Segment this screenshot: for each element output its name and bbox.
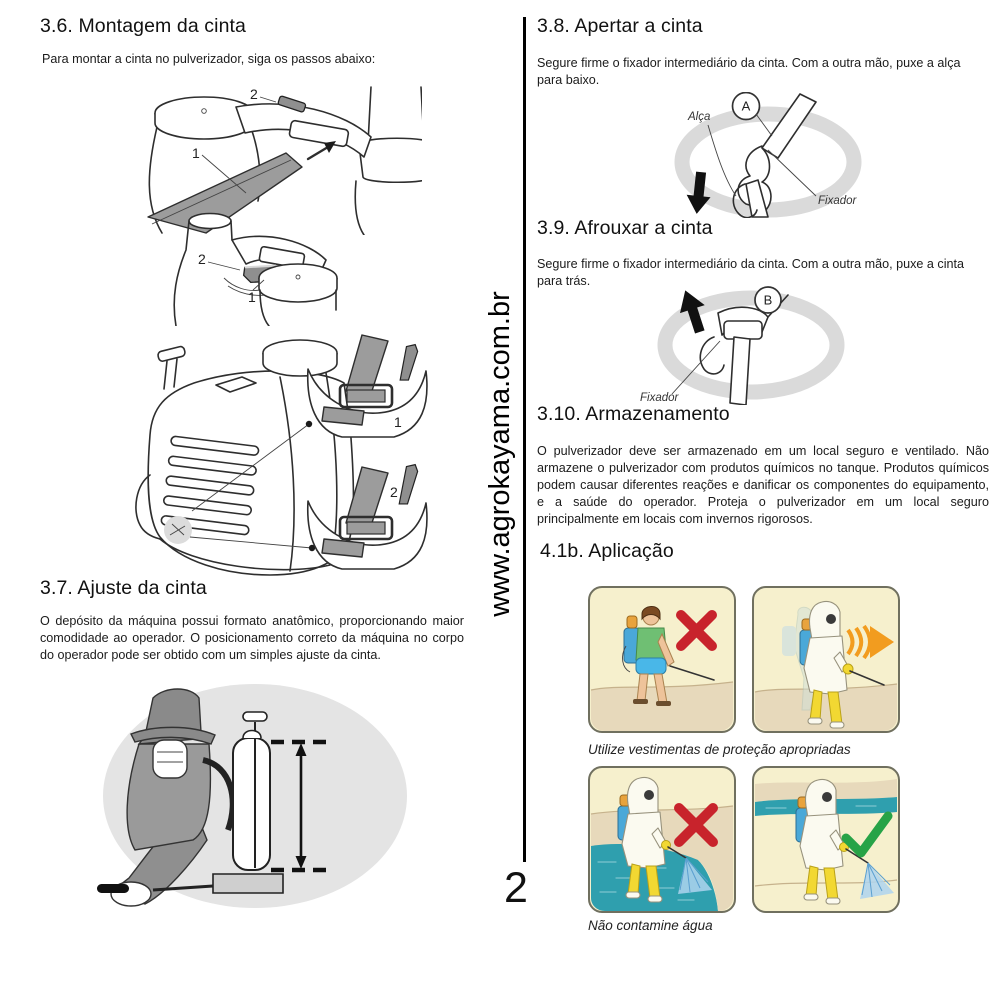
- with-protection-illustration: [752, 586, 900, 733]
- red-x-icon: [676, 610, 717, 651]
- contaminating-water-illustration: [588, 766, 736, 913]
- green-check-icon: [841, 811, 893, 858]
- figure-tighten-strap: A Alça Fixador: [650, 91, 892, 223]
- part-label-strap: 1: [248, 289, 256, 305]
- operator-spraying-water: [617, 776, 712, 903]
- panel-no-protection: [588, 586, 736, 738]
- paragraph-3-6: Para montar a cinta no pulverizador, sig…: [42, 52, 376, 66]
- height-dimension-marks: [271, 739, 333, 873]
- strap-mount-step1-illustration: 1 2: [147, 86, 437, 236]
- operator-spraying-land: [795, 778, 894, 905]
- strap-mount-step2-illustration: 2 1: [173, 212, 338, 327]
- buckle-label-2: 2: [390, 484, 398, 500]
- no-protection-illustration: [588, 586, 736, 733]
- strap-buckle-drawing: [732, 93, 817, 219]
- orange-arrow-icon: [846, 624, 894, 660]
- caption-protection: Utilize vestimentas de proteção apropria…: [588, 742, 851, 757]
- tighten-strap-illustration: A Alça Fixador: [674, 91, 862, 219]
- page-number: 2: [504, 864, 528, 912]
- heading-3-8: 3.8. Apertar a cinta: [537, 15, 703, 37]
- step-badge-b-label: B: [764, 293, 773, 308]
- down-arrow-icon: [686, 171, 711, 214]
- panel-safe-spraying: [752, 766, 900, 918]
- up-arrow-icon: [680, 290, 705, 334]
- figure-strap-adjustment: [95, 678, 407, 919]
- operator-figure: [97, 688, 216, 907]
- buckle-detail-1: 1: [306, 334, 428, 438]
- heading-4-1b: 4.1b. Aplicação: [540, 540, 674, 562]
- panel-contaminating-water: [588, 766, 736, 918]
- part-label-clip: 2: [250, 86, 258, 102]
- label-fixador: Fixador: [640, 392, 680, 404]
- label-fixador: Fixador: [818, 195, 858, 207]
- figure-strap-mount-step1: 1 2: [140, 85, 437, 240]
- paragraph-3-8: Segure firme o fixador intermediário da …: [537, 56, 961, 87]
- strap-adjustment-illustration: [97, 684, 407, 908]
- sprayer-buckles-illustration: 1 2: [135, 334, 428, 576]
- buckle-label-1: 1: [394, 414, 402, 430]
- figure-strap-mount-step2: 2 1: [168, 212, 370, 331]
- figure-sprayer-buckles: 1 2: [130, 325, 435, 585]
- red-x-icon: [674, 803, 718, 847]
- buckle-detail-2: 2: [306, 463, 428, 570]
- watermark-url: www.agrokayama.com.br: [484, 291, 516, 617]
- paragraph-3-7: O depósito da máquina possui formato ana…: [40, 614, 464, 662]
- protected-operator: [799, 600, 885, 729]
- panel-with-protection: [752, 586, 900, 738]
- step-badge-a: [731, 91, 761, 121]
- strap-clip-part: [277, 95, 307, 113]
- sprayer-body: [135, 339, 355, 576]
- heading-3-7: 3.7. Ajuste da cinta: [40, 577, 207, 599]
- part-label-strap: 1: [192, 145, 200, 161]
- step-badge-a-label: A: [742, 99, 751, 114]
- safe-spraying-illustration: [752, 766, 900, 913]
- step-badge-b: [754, 286, 782, 314]
- heading-3-10: 3.10. Armazenamento: [537, 403, 730, 425]
- paragraph-3-9: Segure firme o fixador intermediário da …: [537, 257, 965, 288]
- unprotected-operator: [622, 606, 715, 706]
- figure-loosen-strap: B Fixador: [626, 283, 868, 410]
- paragraph-3-10: O pulverizador deve ser armazenado em um…: [537, 444, 989, 526]
- part-label-clip: 2: [198, 251, 206, 267]
- label-alca: Alça: [687, 111, 710, 123]
- loosen-strap-illustration: B Fixador: [640, 286, 845, 406]
- column-divider: [523, 17, 526, 862]
- strap-buckle-drawing: [699, 294, 789, 406]
- heading-3-9: 3.9. Afrouxar a cinta: [537, 217, 713, 239]
- heading-3-6: 3.6. Montagem da cinta: [40, 15, 246, 37]
- arrow-up-icon: [295, 743, 307, 756]
- arrow-down-icon: [295, 856, 307, 869]
- sprayer-on-back: [152, 711, 284, 894]
- caption-water: Não contamine água: [588, 918, 713, 933]
